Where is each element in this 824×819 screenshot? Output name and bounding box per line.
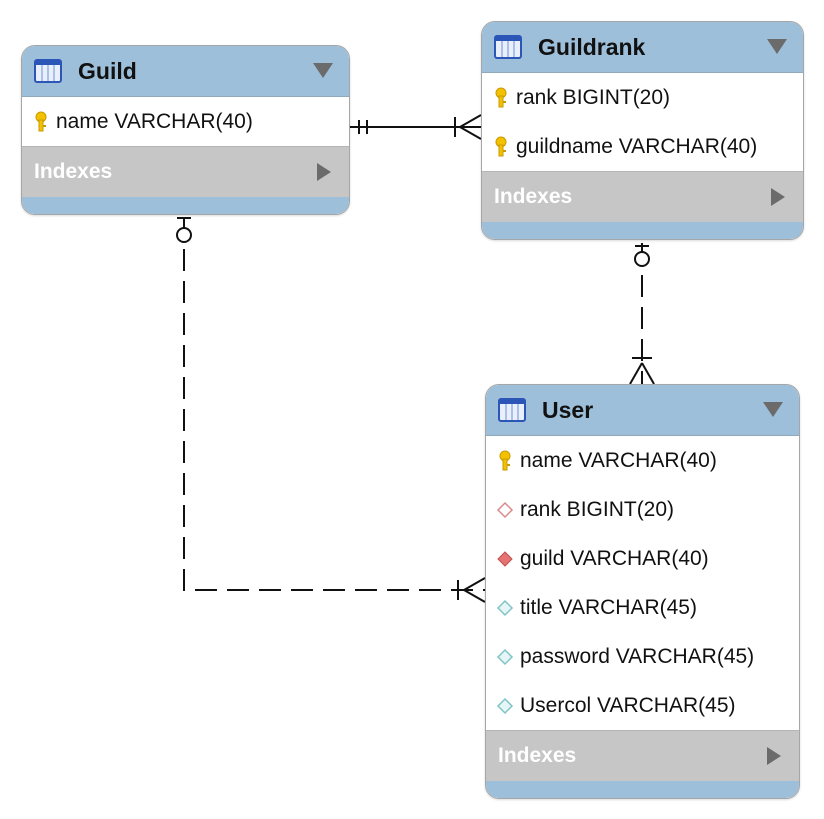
- indexes-label: Indexes: [34, 160, 113, 183]
- column-icon: [496, 599, 514, 616]
- entity-header[interactable]: User: [486, 385, 799, 435]
- indexes-label: Indexes: [498, 744, 577, 767]
- foreign-key-icon: [497, 550, 513, 567]
- column-label: rank BIGINT(20): [516, 85, 671, 109]
- collapse-arrow-icon[interactable]: [763, 402, 783, 417]
- relationship-guild-guildrank[interactable]: [348, 114, 482, 140]
- table-icon: [494, 35, 522, 59]
- column-list: name VARCHAR(40): [22, 96, 349, 146]
- primary-key-icon: [495, 87, 507, 107]
- column-icon: [496, 697, 514, 714]
- column-label: guild VARCHAR(40): [520, 546, 709, 570]
- table-icon: [34, 59, 62, 83]
- column-row[interactable]: Usercol VARCHAR(45): [486, 681, 799, 730]
- table-icon: [498, 398, 526, 422]
- column-label: Usercol VARCHAR(45): [520, 693, 736, 717]
- column-label: guildname VARCHAR(40): [516, 134, 758, 158]
- column-row[interactable]: password VARCHAR(45): [486, 632, 799, 681]
- column-row[interactable]: rank BIGINT(20): [482, 73, 803, 122]
- foreign-key-hollow-icon: [496, 501, 514, 518]
- column-row[interactable]: name VARCHAR(40): [22, 97, 349, 146]
- entity-title: Guildrank: [538, 33, 646, 60]
- entity-title: Guild: [78, 57, 137, 84]
- column-row[interactable]: name VARCHAR(40): [486, 436, 799, 485]
- indexes-section[interactable]: Indexes: [482, 171, 803, 222]
- entity-header[interactable]: Guildrank: [482, 22, 803, 72]
- primary-key-icon: [499, 450, 511, 470]
- primary-key-icon: [35, 111, 47, 131]
- column-label: title VARCHAR(45): [520, 595, 697, 619]
- column-list: rank BIGINT(20) guildname VARCHAR(40): [482, 72, 803, 171]
- column-label: password VARCHAR(45): [520, 644, 755, 668]
- column-icon: [496, 648, 514, 665]
- column-label: name VARCHAR(40): [56, 109, 253, 133]
- entity-guild[interactable]: Guild name VARCHAR(40) Indexes: [21, 45, 350, 215]
- indexes-label: Indexes: [494, 185, 573, 208]
- column-list: name VARCHAR(40) rank BIGINT(20) guild V…: [486, 435, 799, 730]
- primary-key-icon: [495, 136, 507, 156]
- collapse-arrow-icon[interactable]: [767, 39, 787, 54]
- entity-user[interactable]: User name VARCHAR(40) rank BIGINT(20) gu…: [485, 384, 800, 799]
- entity-header[interactable]: Guild: [22, 46, 349, 96]
- column-label: rank BIGINT(20): [520, 497, 675, 521]
- entity-title: User: [542, 396, 594, 423]
- relationship-guildrank-user[interactable]: [629, 237, 655, 385]
- entity-footer: [22, 197, 349, 214]
- entity-guildrank[interactable]: Guildrank rank BIGINT(20) guildname VARC…: [481, 21, 804, 240]
- indexes-section[interactable]: Indexes: [22, 146, 349, 197]
- column-label: name VARCHAR(40): [520, 448, 717, 472]
- expand-arrow-icon[interactable]: [317, 163, 331, 181]
- column-row[interactable]: guildname VARCHAR(40): [482, 122, 803, 171]
- column-row[interactable]: guild VARCHAR(40): [486, 534, 799, 583]
- column-row[interactable]: rank BIGINT(20): [486, 485, 799, 534]
- indexes-section[interactable]: Indexes: [486, 730, 799, 781]
- entity-footer: [486, 781, 799, 798]
- expand-arrow-icon[interactable]: [767, 747, 781, 765]
- entity-footer: [482, 222, 803, 239]
- collapse-arrow-icon[interactable]: [313, 63, 333, 78]
- relationship-guild-user[interactable]: [176, 211, 486, 603]
- column-row[interactable]: title VARCHAR(45): [486, 583, 799, 632]
- expand-arrow-icon[interactable]: [771, 188, 785, 206]
